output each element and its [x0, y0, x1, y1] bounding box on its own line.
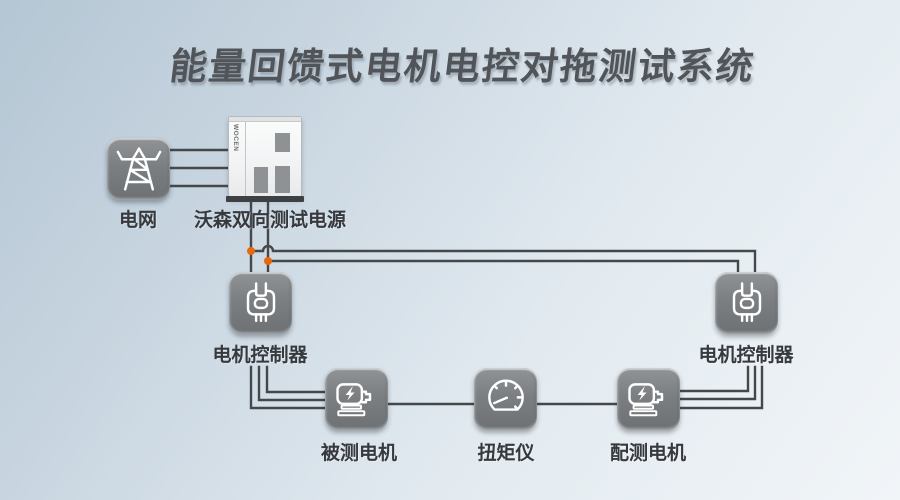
- controller-left-node: [229, 272, 292, 334]
- controller-right-node: [715, 272, 778, 334]
- grid-label: 电网: [118, 210, 158, 231]
- phase-wires-left: [249, 365, 327, 410]
- grid-node: [107, 138, 170, 200]
- cabinet-display-panel: [275, 133, 290, 152]
- cabinet-brand-text: WOCEN: [232, 124, 239, 152]
- controller-right-label: 电机控制器: [698, 345, 794, 366]
- chip-icon: [732, 282, 761, 323]
- controller-left-label: 电机控制器: [212, 345, 308, 366]
- load-motor-node: [617, 368, 680, 430]
- dc-bus-wires: [247, 244, 757, 274]
- cabinet-vent-panel: [275, 166, 290, 193]
- lightning-bolt-icon: [637, 386, 647, 401]
- grid-to-supply-wires: [169, 148, 230, 188]
- motor-icon: [627, 383, 663, 417]
- motor-under-test-label: 被测电机: [320, 443, 398, 464]
- torque-meter-label: 扭矩仪: [477, 443, 535, 464]
- gauge-icon: [487, 379, 524, 411]
- cabinet-vent-panel: [254, 167, 268, 193]
- motor-under-test-node: [325, 368, 388, 430]
- cabinet-base: [226, 196, 304, 202]
- cabinet-top-panel: [229, 117, 301, 122]
- junction-dot: [247, 247, 255, 255]
- torque-meter-node: [474, 368, 537, 430]
- power-supply-label: 沃森双向测试电源: [193, 210, 347, 231]
- junction-dot: [264, 257, 272, 265]
- power-cabinet-icon: WOCEN: [228, 116, 302, 197]
- load-motor-label: 配测电机: [609, 443, 687, 464]
- gauge-needle: [492, 396, 508, 405]
- lightning-bolt-icon: [345, 386, 355, 401]
- motor-icon: [335, 383, 371, 417]
- cabinet-divider: [245, 121, 246, 196]
- power-tower-icon: [116, 147, 161, 191]
- power-supply-node: WOCEN: [226, 116, 304, 202]
- chip-icon: [246, 282, 275, 323]
- phase-wires-right: [678, 365, 764, 410]
